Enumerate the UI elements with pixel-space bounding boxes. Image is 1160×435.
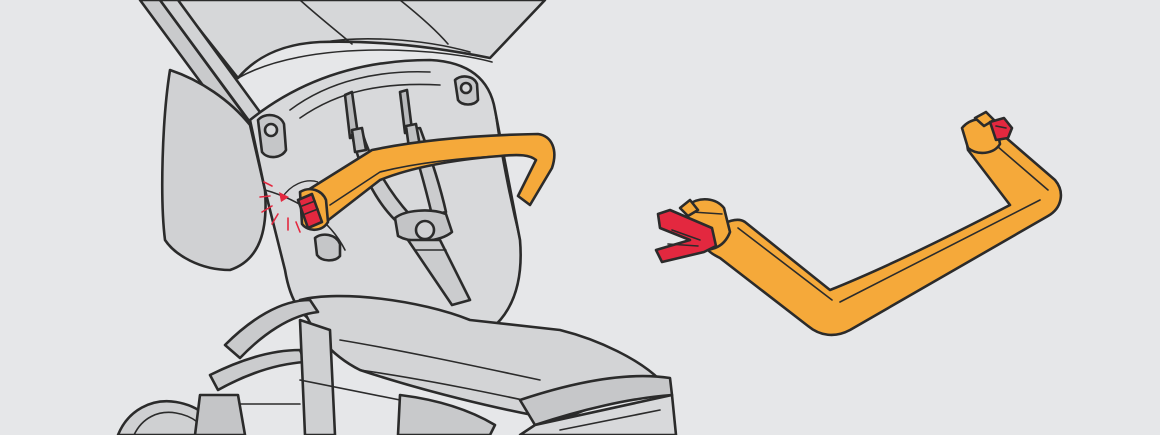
stroller-illustration — [118, 0, 676, 435]
bumper-bar — [680, 112, 1061, 335]
